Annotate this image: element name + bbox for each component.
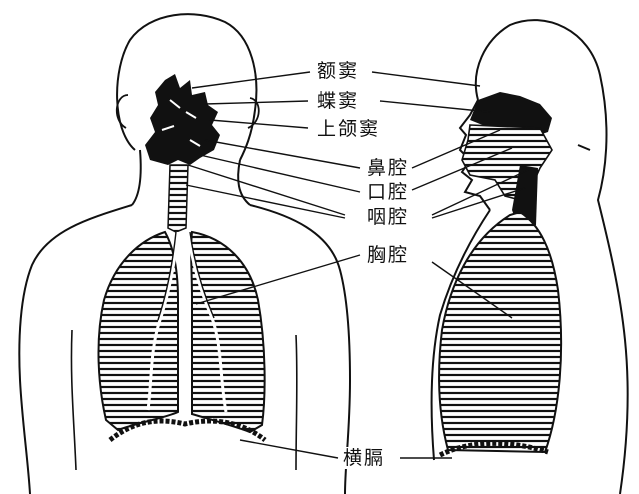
label-frontal-sinus: 额窦 [316, 60, 360, 82]
label-maxillary-sinus: 上颌窦 [316, 118, 381, 140]
front-right-lung [191, 232, 265, 432]
side-ear-mark [578, 145, 590, 150]
label-thoracic-cavity: 胸腔 [366, 244, 410, 266]
side-nasal-oral-region [462, 125, 552, 200]
leader-frontal-left [192, 72, 310, 88]
label-sphenoid-sinus: 蝶窦 [316, 90, 360, 112]
label-diaphragm: 横膈 [342, 447, 386, 469]
label-oral-cavity: 口腔 [366, 181, 410, 203]
label-nasal-cavity: 鼻腔 [366, 157, 410, 179]
front-view-figure [19, 14, 350, 494]
front-left-lung [98, 232, 178, 430]
leader-maxillary [210, 120, 308, 128]
leader-nasal-left [205, 140, 360, 168]
side-view-figure [432, 20, 628, 494]
leader-frontal-right [372, 72, 480, 86]
front-sinus-cluster [145, 74, 220, 165]
leader-diaphragm-left [240, 440, 338, 458]
label-pharynx: 咽腔 [366, 206, 410, 228]
side-lung [439, 212, 561, 452]
front-trachea [168, 165, 188, 232]
front-neck-left [132, 150, 141, 205]
front-left-arm-crease [71, 330, 76, 470]
leader-oral-left [200, 155, 360, 192]
